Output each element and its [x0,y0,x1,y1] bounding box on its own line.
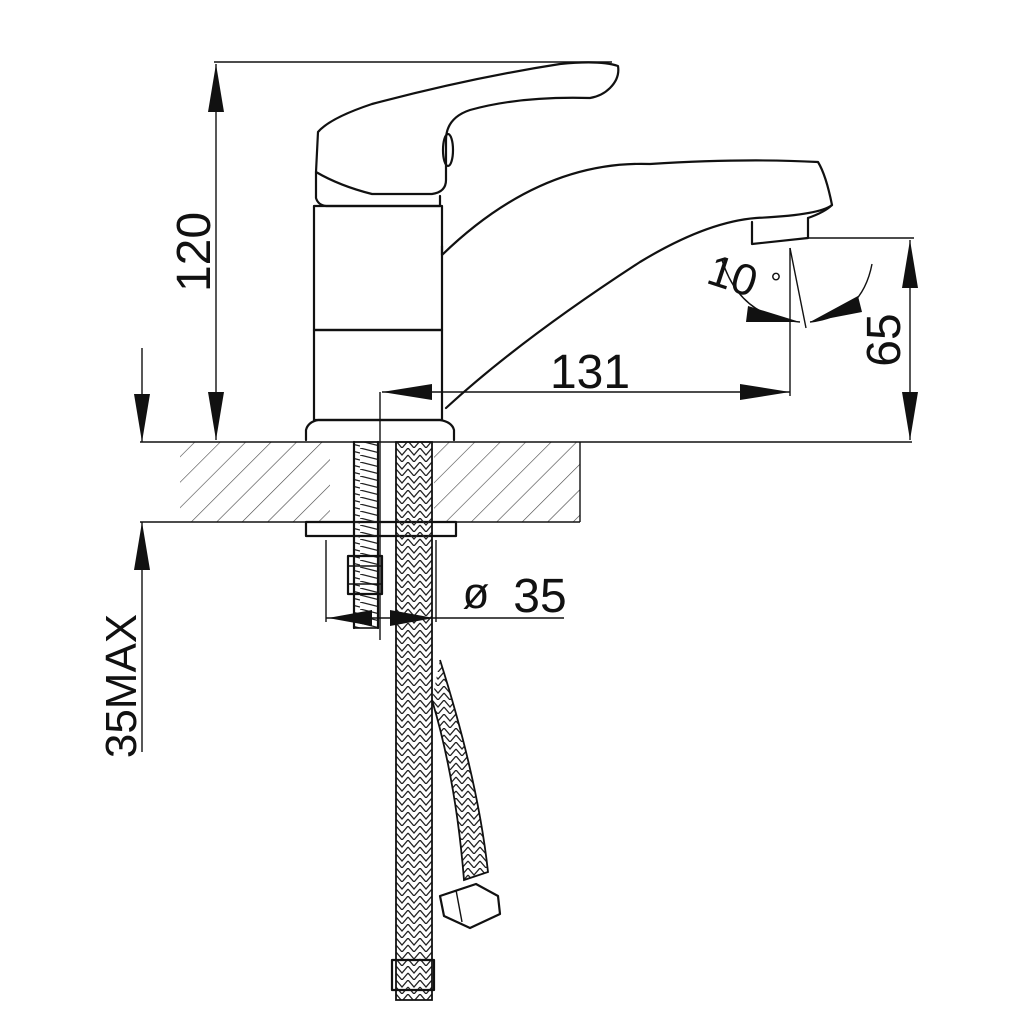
dimension-120: 120 [168,61,612,440]
countertop [140,441,912,523]
dimension-65-label: 65 [858,313,911,366]
angle-label: 10 [702,245,764,307]
faucet-body [304,170,456,442]
dimension-diameter: ø 35 [325,540,567,626]
dimension-max-thickness: 35MAX [97,348,150,758]
supply-hose [390,441,502,1001]
dimension-65: 65 [808,237,918,440]
dimension-131-label: 131 [550,346,630,399]
lever-handle [314,61,620,196]
diameter-symbol: ø [463,569,490,618]
spout [440,159,834,410]
angle-unit: ° [770,267,781,298]
max-thickness-label: 35MAX [97,614,146,758]
dimension-131: 131 [379,248,791,640]
diameter-label: 35 [513,570,566,623]
mounting-hardware [304,440,458,630]
dimension-angle: 10 ° [702,245,873,329]
dimension-120-label: 120 [168,212,221,292]
